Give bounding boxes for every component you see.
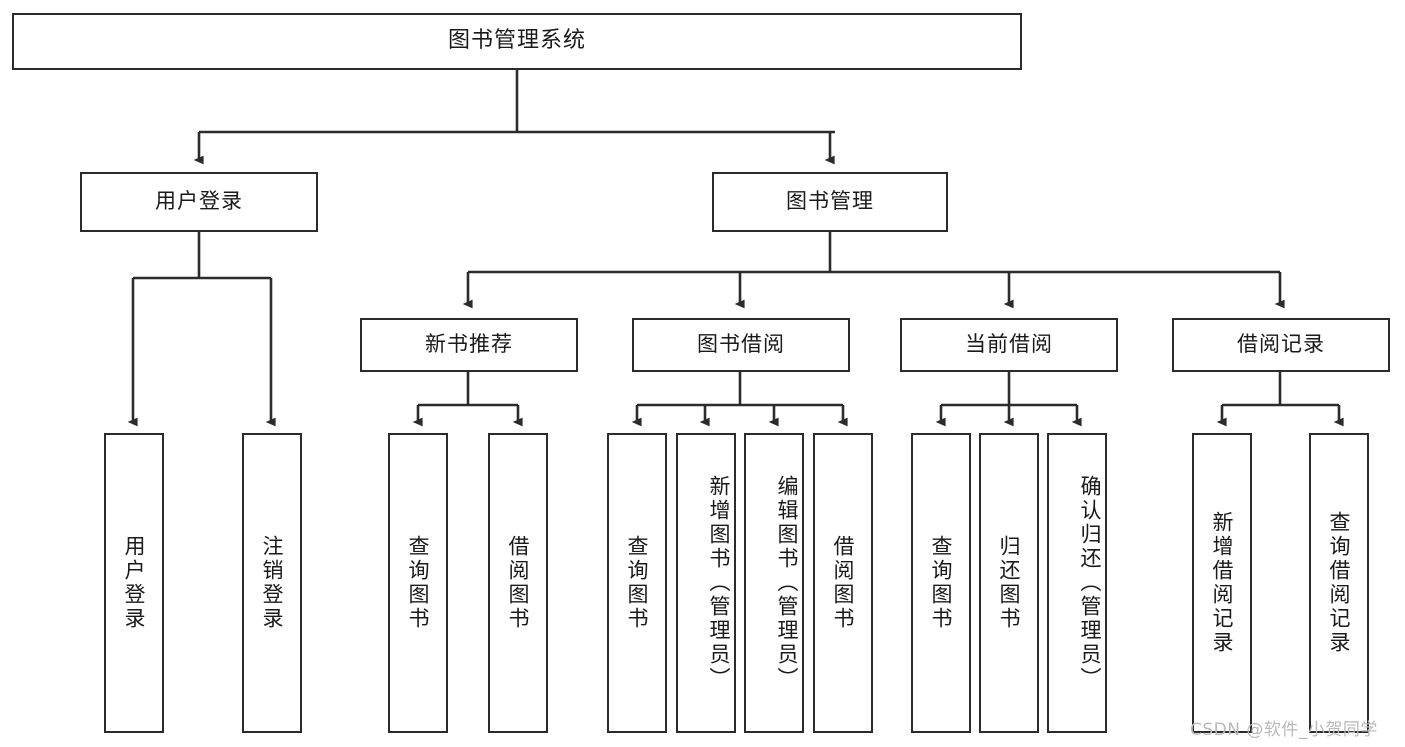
leaf-logout[interactable]: 注销登录 <box>242 433 302 733</box>
node-label: 当前借阅 <box>965 332 1053 357</box>
node-label: 查询借阅记录 <box>1327 511 1351 655</box>
leaf-borrow-books-new[interactable]: 借阅图书 <box>488 433 548 733</box>
node-label: 归还图书 <box>997 535 1021 631</box>
node-new-book-recommendation[interactable]: 新书推荐 <box>360 318 578 372</box>
node-label: 图书管理系统 <box>447 28 586 54</box>
node-root-book-management-system[interactable]: 图书管理系统 <box>12 13 1022 70</box>
node-user-login[interactable]: 用户登录 <box>80 172 318 232</box>
node-label: 查询图书 <box>929 535 953 631</box>
node-label: 借阅图书 <box>506 535 530 631</box>
leaf-add-borrow-record[interactable]: 新增借阅记录 <box>1192 433 1252 733</box>
leaf-confirm-return-admin[interactable]: 确认归还（管理员） <box>1047 433 1107 733</box>
node-current-borrowing[interactable]: 当前借阅 <box>900 318 1118 372</box>
node-label: 用户登录 <box>122 535 146 631</box>
node-label: 新书推荐 <box>425 332 513 357</box>
leaf-search-borrow-record[interactable]: 查询借阅记录 <box>1309 433 1369 733</box>
node-label: 借阅记录 <box>1237 332 1325 357</box>
node-label: 图书借阅 <box>697 332 785 357</box>
node-label: 借阅图书 <box>831 535 855 631</box>
node-label: 注销登录 <box>260 535 284 631</box>
leaf-return-books[interactable]: 归还图书 <box>979 433 1039 733</box>
leaf-borrow-books[interactable]: 借阅图书 <box>813 433 873 733</box>
node-label: 新增借阅记录 <box>1210 511 1234 655</box>
leaf-search-books-current[interactable]: 查询图书 <box>911 433 971 733</box>
node-label: 查询图书 <box>406 535 430 631</box>
node-borrow-records[interactable]: 借阅记录 <box>1172 318 1390 372</box>
node-label: 编辑图书（管理员） <box>775 475 799 691</box>
leaf-search-books-new[interactable]: 查询图书 <box>388 433 448 733</box>
leaf-search-books-borrow[interactable]: 查询图书 <box>607 433 667 733</box>
leaf-user-login[interactable]: 用户登录 <box>104 433 164 733</box>
node-book-management[interactable]: 图书管理 <box>712 172 948 232</box>
node-label: 确认归还（管理员） <box>1078 475 1102 691</box>
node-label: 查询图书 <box>625 535 649 631</box>
leaf-edit-book-admin[interactable]: 编辑图书（管理员） <box>744 433 804 733</box>
node-book-borrowing[interactable]: 图书借阅 <box>632 318 850 372</box>
node-label: 图书管理 <box>786 189 874 214</box>
node-label: 新增图书（管理员） <box>707 475 731 691</box>
leaf-add-book-admin[interactable]: 新增图书（管理员） <box>676 433 736 733</box>
node-label: 用户登录 <box>155 189 243 214</box>
